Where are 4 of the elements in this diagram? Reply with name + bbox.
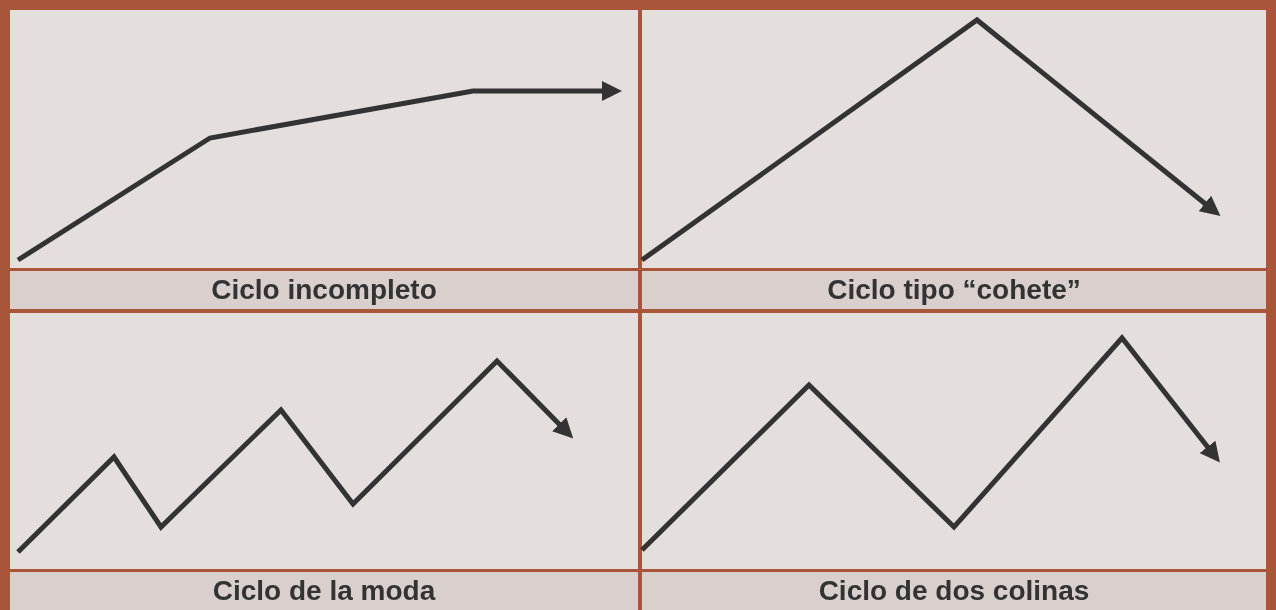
panel-caption: Ciclo de dos colinas bbox=[818, 575, 1090, 607]
panel-caption: Ciclo de la moda bbox=[212, 575, 436, 607]
panel-caption: Ciclo incompleto bbox=[211, 274, 437, 306]
panel-caption: Ciclo tipo “cohete” bbox=[827, 274, 1081, 306]
